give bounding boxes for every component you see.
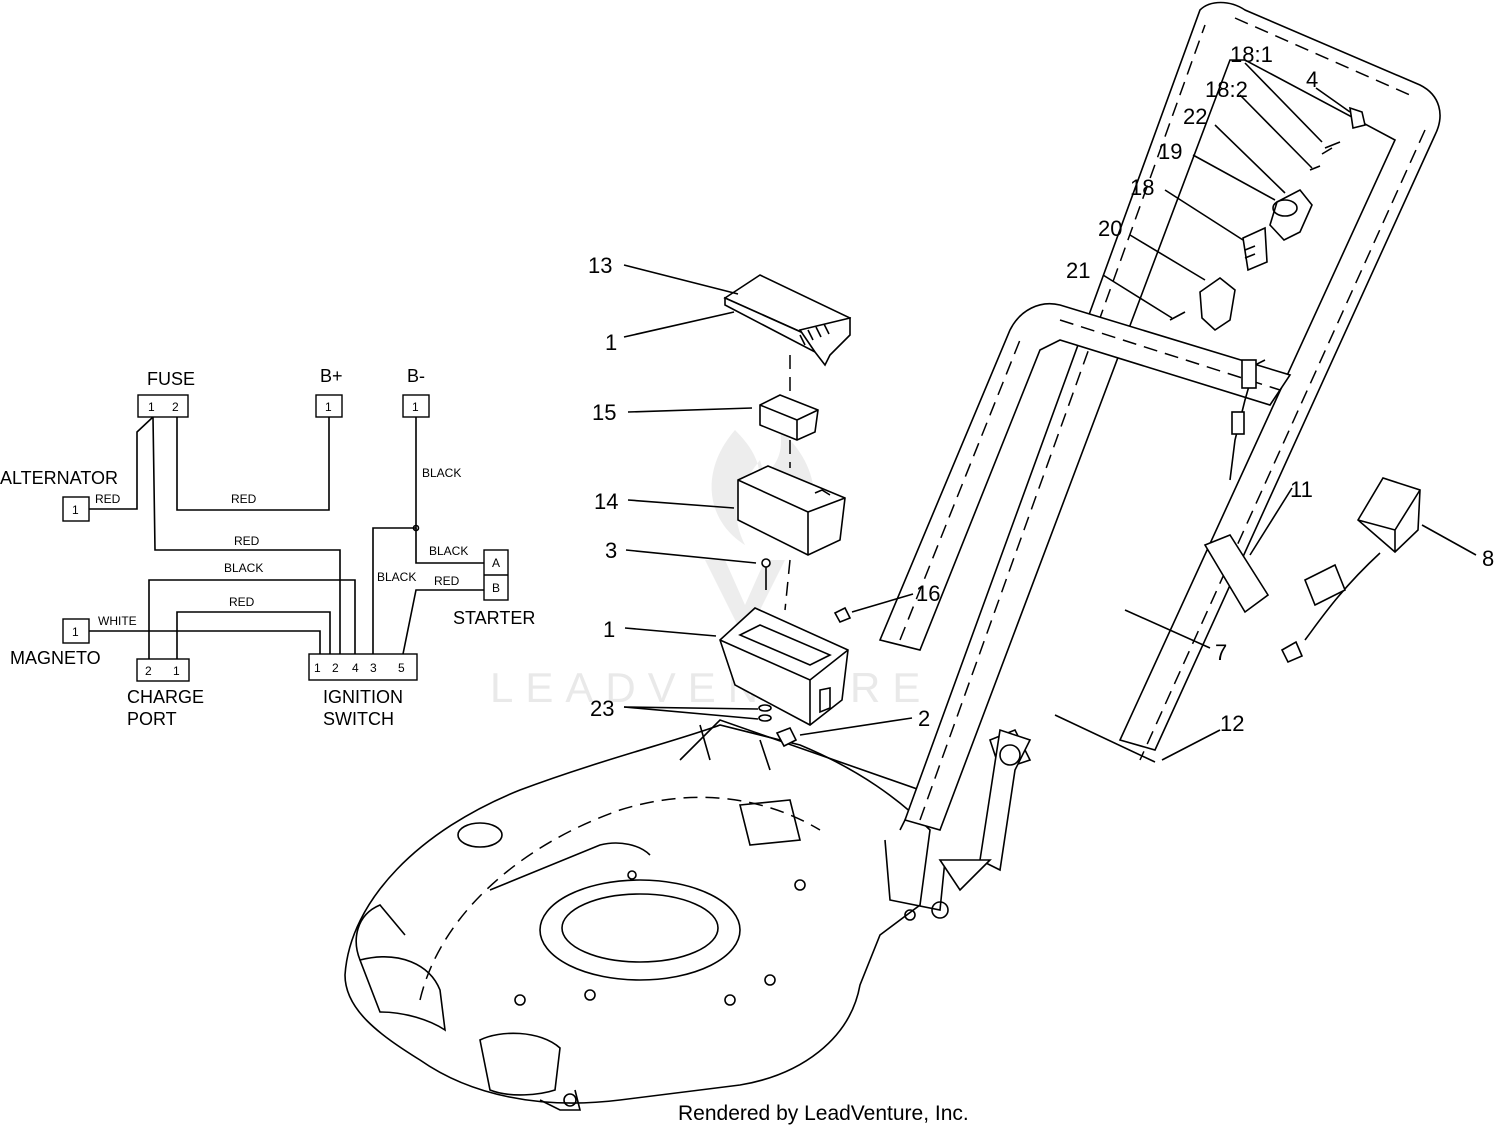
watermark: LEADVENTURE [490, 430, 932, 711]
callout-12: 12 [1220, 711, 1244, 736]
fuse-label: FUSE [147, 369, 195, 389]
ignition-label-1: IGNITION [323, 687, 403, 707]
callout-1-cover: 1 [605, 330, 617, 355]
charge-port-pin-1: 1 [173, 664, 180, 678]
callout-11: 11 [1290, 477, 1313, 502]
starter-label: STARTER [453, 608, 535, 628]
callout-8: 8 [1482, 546, 1494, 571]
ignition-pin-2: 2 [332, 661, 339, 675]
bminus-label: B- [407, 366, 425, 386]
wire-label-bminus-black: BLACK [422, 466, 461, 480]
ignition-pin-4: 4 [352, 661, 359, 675]
wire-label-cp-black: BLACK [224, 561, 263, 575]
callout-2: 2 [918, 706, 930, 731]
ignition-label-2: SWITCH [323, 709, 394, 729]
wire-bminus-starter [415, 528, 484, 564]
bplus-pin-1: 1 [325, 400, 332, 414]
callout-4: 4 [1306, 67, 1318, 92]
ignition-key-parts [1169, 106, 1366, 332]
wire-alternator-fuse [89, 416, 154, 510]
callout-7: 7 [1215, 640, 1227, 665]
magneto-label: MAGNETO [10, 648, 101, 668]
mower-deck [344, 719, 949, 1111]
fuse-pin-1: 1 [148, 400, 155, 414]
wire-ignition-starter [402, 589, 484, 655]
wire-label-alt-red: RED [95, 492, 121, 506]
callout-20: 20 [1098, 216, 1122, 241]
callout-21: 21 [1066, 258, 1090, 283]
charge-port-pin-2: 2 [145, 664, 152, 678]
callout-13: 13 [588, 253, 612, 278]
wire-magneto-ignition [89, 630, 321, 654]
callout-14: 14 [594, 489, 618, 514]
wire-chargeport-red [176, 611, 331, 659]
bplus-label: B+ [320, 366, 343, 386]
callout-23: 23 [590, 696, 614, 721]
callout-1-tray: 1 [603, 617, 615, 642]
wire-label-starter-black: BLACK [429, 544, 468, 558]
starter-pin-a: A [492, 556, 500, 570]
ignition-pin-3: 3 [370, 661, 377, 675]
charge-port-block [136, 658, 190, 682]
wire-label-fuse-ign-red: RED [234, 534, 260, 548]
bminus-pin-1: 1 [412, 400, 419, 414]
fuse-block [137, 394, 189, 418]
battery-tray [719, 607, 849, 726]
wire-fuse-ignition [152, 416, 341, 654]
battery [737, 465, 846, 556]
small-hardware [758, 355, 852, 748]
callout-numbers: 13 1 15 14 3 1 23 2 16 7 11 8 12 18:1 18… [588, 42, 1494, 736]
charge-port-label-1: CHARGE [127, 687, 204, 707]
handle-assembly [878, 1, 1441, 892]
wire-label-ign-black: BLACK [377, 570, 416, 584]
credit-text: Rendered by LeadVenture, Inc. [678, 1102, 969, 1125]
callout-3: 3 [605, 538, 617, 563]
watermark-text: LEADVENTURE [490, 664, 932, 711]
alternator-label: ALTERNATOR [0, 468, 118, 488]
fuse-pin-2: 2 [172, 400, 179, 414]
ignition-pin-5: 5 [398, 661, 405, 675]
battery-cover [723, 274, 852, 367]
wiring-schematic: 1 2 FUSE 1 B+ 1 B- 1 ALTERNATOR 1 MAGNET… [0, 366, 535, 729]
misc-parts [1054, 477, 1421, 763]
ignition-pin-1: 1 [314, 661, 321, 675]
wire-label-fuse-bplus-red: RED [231, 492, 257, 506]
callout-16: 16 [916, 581, 940, 606]
callout-18-1: 18:1 [1230, 42, 1273, 67]
wire-label-cp-red: RED [229, 595, 255, 609]
callout-19: 19 [1158, 139, 1182, 164]
wire-bminus-ignition [372, 417, 417, 654]
callout-leaders [623, 62, 1477, 761]
callout-18: 18 [1130, 175, 1154, 200]
foam-pad [759, 394, 819, 441]
wire-fuse-bplus [176, 417, 330, 511]
charge-port-label-2: PORT [127, 709, 177, 729]
callout-22: 22 [1183, 104, 1207, 129]
callout-15: 15 [592, 400, 616, 425]
wire-chargeport-black [148, 579, 356, 659]
magneto-pin-1: 1 [72, 625, 79, 639]
alternator-pin-1: 1 [72, 503, 79, 517]
callout-18-2: 18:2 [1205, 77, 1248, 102]
wire-label-mag-white: WHITE [98, 614, 137, 628]
starter-pin-b: B [492, 581, 500, 595]
alternator-block [62, 496, 90, 522]
wire-label-starter-red: RED [434, 574, 460, 588]
ignition-switch-block [308, 653, 418, 681]
